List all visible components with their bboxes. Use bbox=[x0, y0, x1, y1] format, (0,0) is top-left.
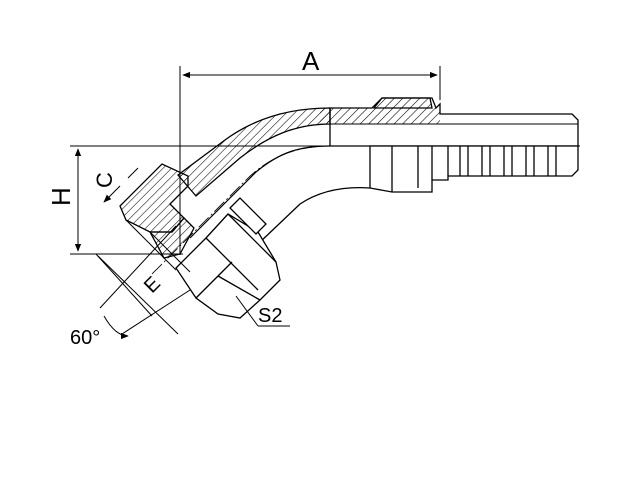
label-h: H bbox=[46, 187, 76, 206]
label-c: C bbox=[92, 172, 117, 188]
shank-body bbox=[320, 97, 579, 193]
dimension-c-arrow-b bbox=[127, 167, 139, 179]
dimension-e-ext bbox=[95, 253, 153, 317]
dimension-c-arrow-a bbox=[103, 185, 121, 203]
angle-arc bbox=[103, 315, 129, 340]
label-e: E bbox=[140, 273, 165, 298]
label-angle: 60° bbox=[70, 327, 100, 349]
dimension-e-line bbox=[97, 255, 179, 335]
dimension-c bbox=[103, 167, 139, 203]
dimension-e bbox=[95, 225, 290, 340]
elbow-body bbox=[149, 107, 580, 277]
label-s2: S2 bbox=[258, 305, 282, 327]
label-a: A bbox=[302, 46, 320, 76]
s2-leader bbox=[235, 295, 259, 327]
swivel-nut bbox=[119, 163, 281, 319]
angle-leg-a bbox=[99, 225, 177, 309]
angle-leg-b bbox=[121, 289, 191, 335]
